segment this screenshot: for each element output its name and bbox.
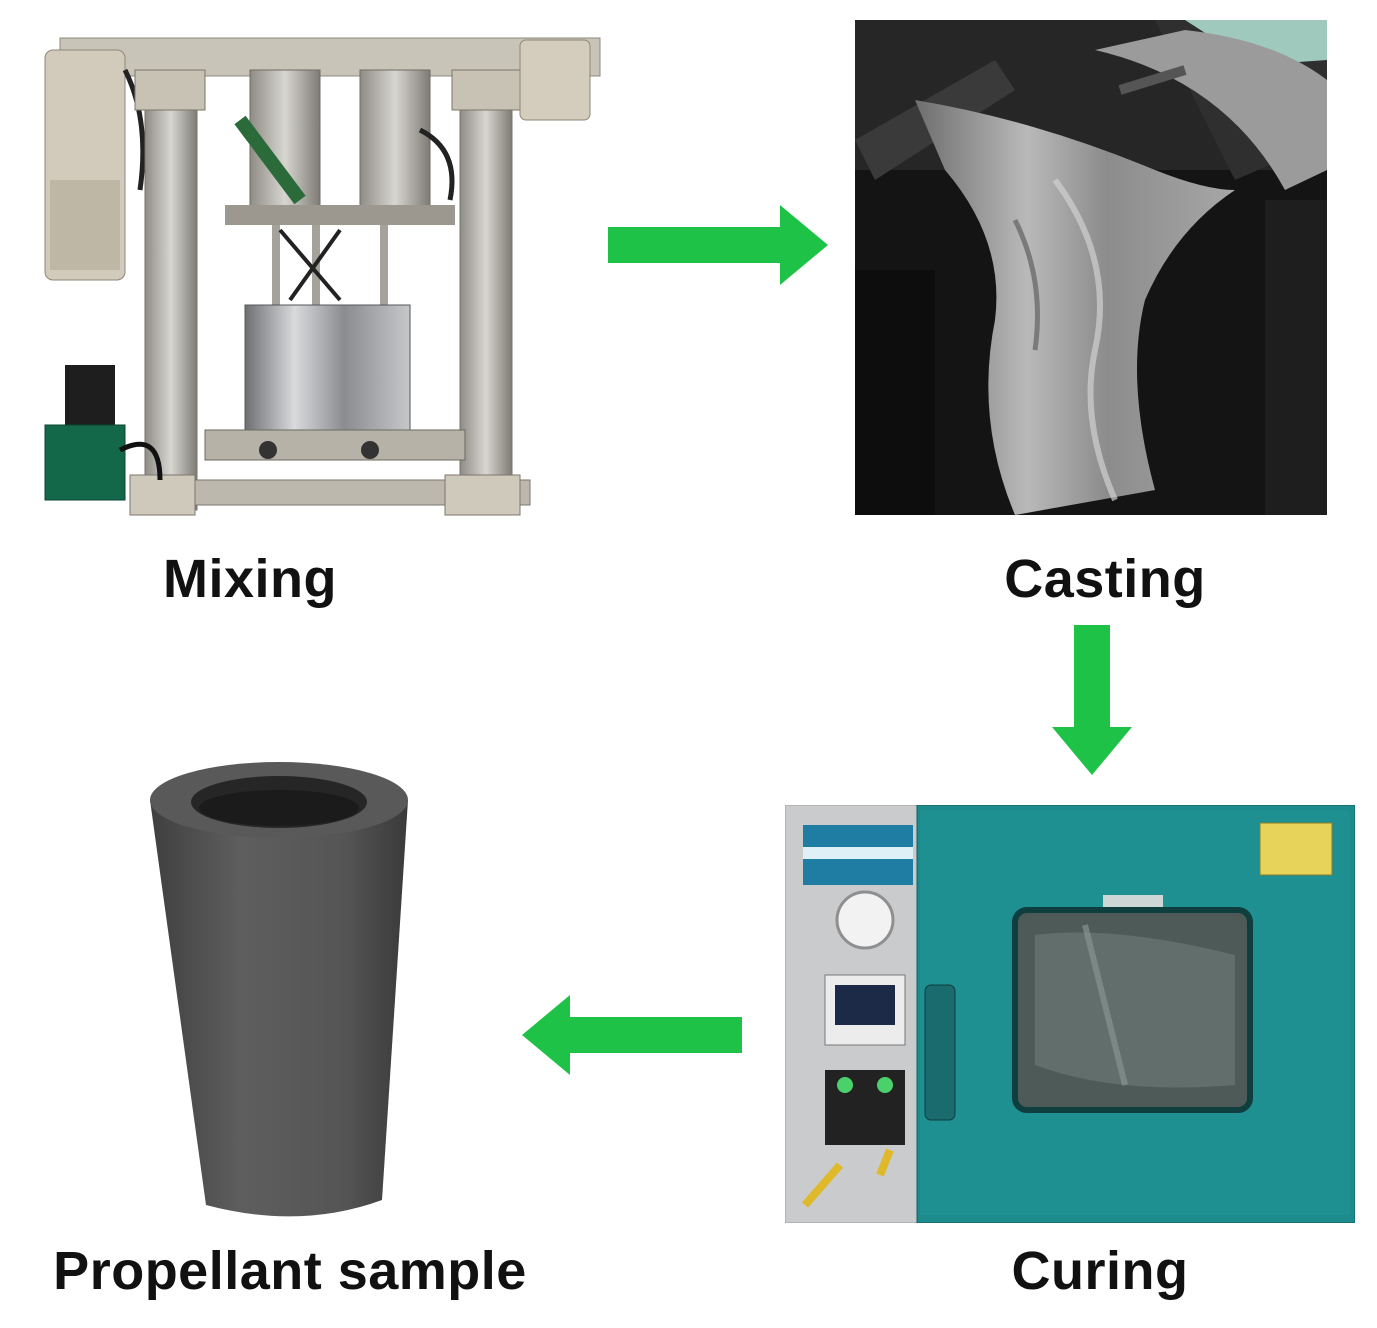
arrow-down-shape [1052, 625, 1132, 775]
arrow-right-icon [608, 205, 828, 285]
propellant-grain-icon [150, 762, 408, 1217]
arrow-left-shape [522, 995, 742, 1075]
curing-image [785, 805, 1355, 1223]
mixing-image [40, 30, 620, 520]
mixing-label: Mixing [163, 549, 337, 609]
propellant-sample-label: Propellant sample [53, 1241, 527, 1301]
arrow-down-icon [1052, 625, 1132, 775]
mixer-machine-icon [44, 37, 601, 516]
arrow-right-shape [608, 205, 828, 285]
casting-label: Casting [1004, 549, 1206, 609]
casting-image [855, 20, 1327, 515]
curing-label: Curing [1011, 1241, 1189, 1301]
arrow-left-icon [522, 995, 742, 1075]
curing-oven-icon [785, 805, 1355, 1223]
propellant-sample-image [140, 760, 420, 1230]
casting-slurry-icon [855, 20, 1327, 515]
